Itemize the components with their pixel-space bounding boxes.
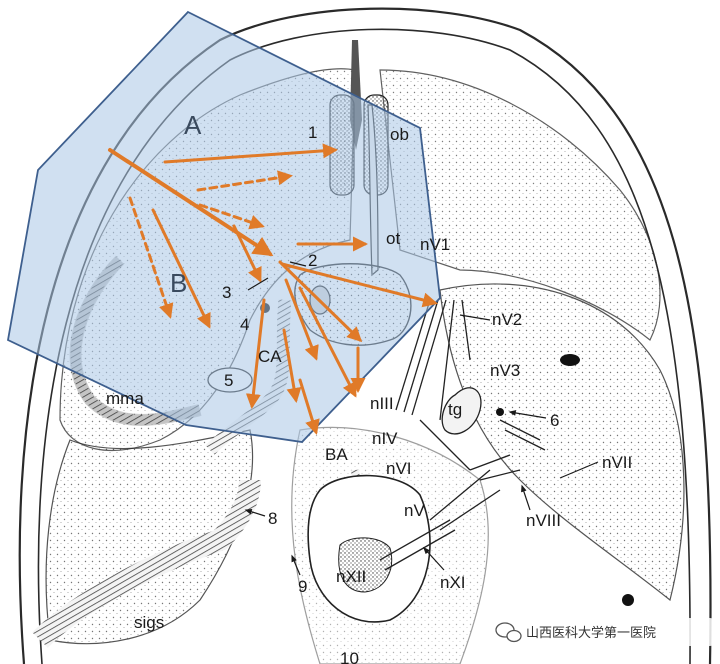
orange-arrows: [108, 143, 438, 435]
label-mma: mma: [106, 389, 144, 408]
label-ca: CA: [258, 347, 282, 366]
labels: A B 1 ob ot nV1 2 3 4 CA 5 nV2 nV3 nIII …: [106, 110, 632, 664]
arrow-b-to-3: [151, 208, 211, 329]
label-niii: nIII: [370, 394, 394, 413]
arrow-dashed-b: [128, 196, 174, 319]
cranial-nerves: [379, 299, 546, 571]
arrow-to-niii: [298, 286, 357, 398]
label-3: 3: [222, 283, 231, 302]
label-nv1: nV1: [420, 235, 450, 254]
label-nvi: nVI: [386, 459, 412, 478]
label-nxii: nXII: [336, 567, 366, 586]
arrow-to-1: [163, 143, 338, 164]
arrow-to-mma: [245, 298, 266, 409]
arrow-to-ca: [284, 278, 319, 361]
region-a-overlay: [6, 10, 441, 443]
label-nvii: nVII: [602, 453, 632, 472]
wechat-icon: [495, 622, 522, 643]
label-nv3: nV3: [490, 361, 520, 380]
label-5: 5: [224, 371, 233, 390]
label-ot: ot: [386, 229, 400, 248]
label-tg: tg: [448, 400, 462, 419]
label-10: 10: [340, 649, 359, 664]
label-2: 2: [308, 251, 317, 270]
label-nv: nV: [404, 501, 425, 520]
label-9: 9: [298, 577, 307, 596]
region-a-label: A: [184, 110, 202, 140]
arrow-lower-ca: [282, 328, 302, 403]
label-nv2: nV2: [492, 310, 522, 329]
label-niv: nIV: [372, 429, 398, 448]
label-ob: ob: [390, 125, 409, 144]
label-4: 4: [240, 315, 249, 334]
leader-lines: [244, 261, 599, 576]
label-8: 8: [268, 509, 277, 528]
arrow-main-diagonal: [108, 148, 274, 257]
foramen-magnum: [307, 474, 431, 623]
label-6: 6: [550, 411, 559, 430]
arrow-dashed-mid: [198, 203, 265, 230]
arrow-dashed-upper: [196, 170, 293, 192]
watermark-text: 山西医科大学第一医院: [526, 625, 656, 641]
watermark: 山西医科大学第一医院: [488, 618, 714, 646]
label-ba: BA: [325, 445, 348, 464]
arrow-to-sella: [278, 260, 363, 343]
arrow-to-nv1: [280, 262, 438, 308]
label-nviii: nVIII: [526, 511, 561, 530]
arrow-to-4: [232, 224, 262, 283]
label-sigs: sigs: [134, 613, 164, 632]
label-1: 1: [308, 123, 317, 142]
arrow-to-ba: [298, 378, 320, 435]
label-nxi: nXI: [440, 573, 466, 592]
region-b-label: B: [170, 268, 187, 298]
